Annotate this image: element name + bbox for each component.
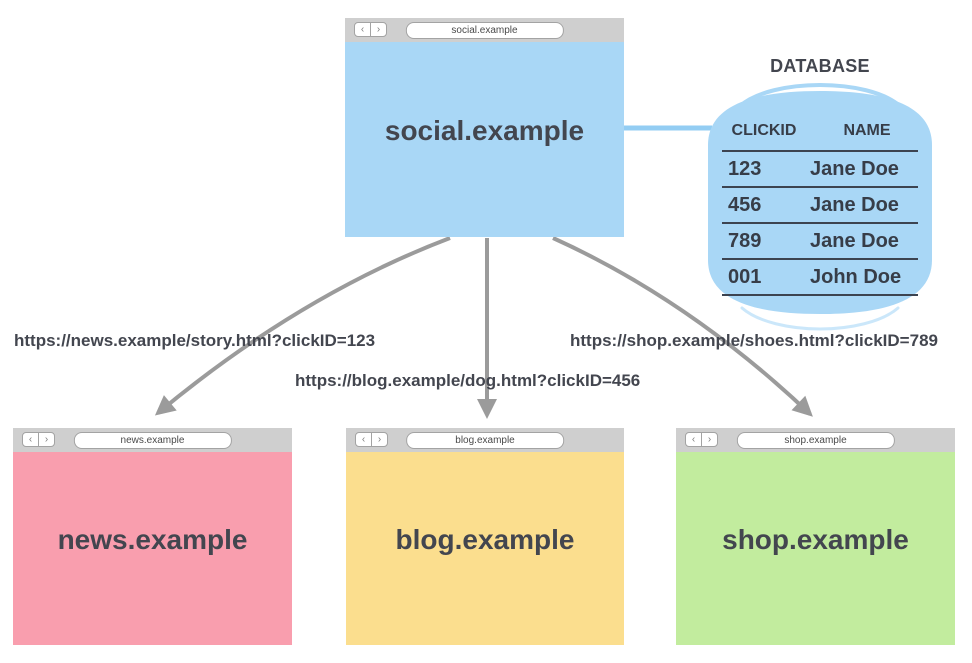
address-bar[interactable]: shop.example — [736, 432, 895, 449]
browser-chrome: ‹ › news.example — [13, 428, 292, 452]
page-body-news: news.example — [13, 452, 292, 645]
table-row: 001 John Doe — [722, 260, 918, 296]
column-header-name: NAME — [843, 122, 891, 139]
table-header-row: CLICKID NAME — [722, 112, 918, 152]
cell-clickid: 001 — [728, 265, 762, 288]
address-bar[interactable]: social.example — [405, 22, 564, 39]
browser-chrome: ‹ › social.example — [345, 18, 624, 42]
back-button[interactable]: ‹ — [355, 432, 372, 447]
database-table: CLICKID NAME 123 Jane Doe 456 Jane Doe 7… — [722, 112, 918, 296]
browser-window-social: ‹ › social.example social.example — [345, 18, 624, 237]
database-cylinder-bottom-rim — [740, 306, 900, 331]
cell-clickid: 789 — [728, 229, 762, 252]
page-body-blog: blog.example — [346, 452, 624, 645]
url-label-blog: https://blog.example/dog.html?clickID=45… — [295, 371, 641, 390]
browser-window-shop: ‹ › shop.example shop.example — [676, 428, 955, 645]
table-row: 789 Jane Doe — [722, 224, 918, 260]
forward-button[interactable]: › — [371, 432, 388, 447]
database-cylinder-top-rim — [738, 82, 902, 108]
site-label-shop: shop.example — [722, 523, 909, 555]
table-row: 456 Jane Doe — [722, 188, 918, 224]
site-label-social: social.example — [384, 114, 585, 146]
site-label-blog: blog.example — [395, 523, 575, 555]
address-bar[interactable]: blog.example — [406, 432, 564, 449]
cell-name: John Doe — [810, 265, 902, 288]
cell-clickid: 456 — [728, 193, 762, 216]
back-button[interactable]: ‹ — [354, 22, 371, 37]
forward-button[interactable]: › — [38, 432, 55, 447]
browser-chrome: ‹ › shop.example — [676, 428, 955, 452]
arrow-to-news — [154, 236, 451, 416]
table-row: 123 Jane Doe — [722, 152, 918, 188]
cell-name: Jane Doe — [810, 157, 899, 180]
url-label-shop: https://shop.example/shoes.html?clickID=… — [570, 331, 938, 350]
page-body-social: social.example — [345, 42, 624, 237]
browser-chrome: ‹ › blog.example — [346, 428, 624, 452]
site-label-news: news.example — [57, 523, 248, 555]
back-button[interactable]: ‹ — [685, 432, 702, 447]
back-button[interactable]: ‹ — [22, 432, 39, 447]
cell-name: Jane Doe — [810, 193, 899, 216]
browser-window-blog: ‹ › blog.example blog.example — [346, 428, 624, 645]
arrow-to-shop — [552, 236, 813, 417]
url-label-news: https://news.example/story.html?clickID=… — [14, 331, 376, 350]
forward-button[interactable]: › — [701, 432, 718, 447]
cell-name: Jane Doe — [810, 229, 899, 252]
address-bar[interactable]: news.example — [73, 432, 232, 449]
browser-window-news: ‹ › news.example news.example — [13, 428, 292, 645]
forward-button[interactable]: › — [370, 22, 387, 37]
cell-clickid: 123 — [728, 157, 762, 180]
column-header-clickid: CLICKID — [731, 122, 797, 139]
page-body-shop: shop.example — [676, 452, 955, 645]
database-title: DATABASE — [770, 56, 870, 76]
